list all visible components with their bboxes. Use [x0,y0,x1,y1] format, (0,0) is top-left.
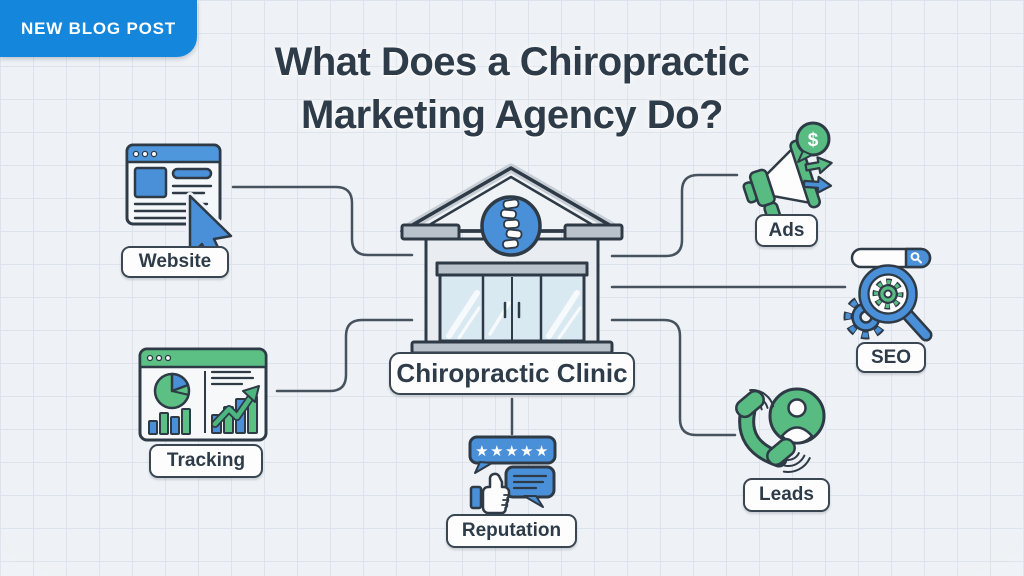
search-magnifier-gears-icon [843,247,933,342]
mini-bar-chart-icon [148,408,191,435]
phone-call-contact-icon [735,387,826,473]
analytics-dashboard-icon [138,347,268,442]
page-title: What Does a Chiropractic Marketing Agenc… [0,36,1024,142]
chiropractic-clinic-label: Chiropractic Clinic [389,352,635,395]
seo-label: SEO [856,342,926,373]
title-line-2: Marketing Agency Do? [301,93,723,137]
magnifier-icon [858,264,933,342]
title-line-1: What Does a Chiropractic [274,40,750,84]
tracking-label: Tracking [149,444,263,478]
reputation-label: Reputation [446,514,577,548]
megaphone-dollar-icon: $ [742,121,833,229]
connector-website [231,185,414,257]
ads-label: Ads [755,214,818,247]
green-arrow-icon [804,156,833,175]
green-gear-icon [872,278,904,310]
thumbs-up-icon [469,472,511,515]
star-rating-bubble-icon [468,435,557,465]
star-rating: ★★★★★ [475,442,550,460]
connector-ads [610,173,739,258]
connector-lines [231,173,847,437]
new-blog-post-badge: NEW BLOG POST [0,0,197,57]
phone-handset-icon [735,389,796,468]
review-stars-thumbs-up-icon: ★★★★★ [468,435,557,515]
leads-label: Leads [743,478,830,512]
connector-tracking [275,318,414,393]
dollar-sign: $ [808,130,819,151]
connector-leads [610,318,737,437]
browser-window-cursor-icon [125,143,235,267]
blue-arrow-icon [802,175,833,194]
clinic-building-icon [400,163,624,355]
website-label: Website [121,246,229,278]
